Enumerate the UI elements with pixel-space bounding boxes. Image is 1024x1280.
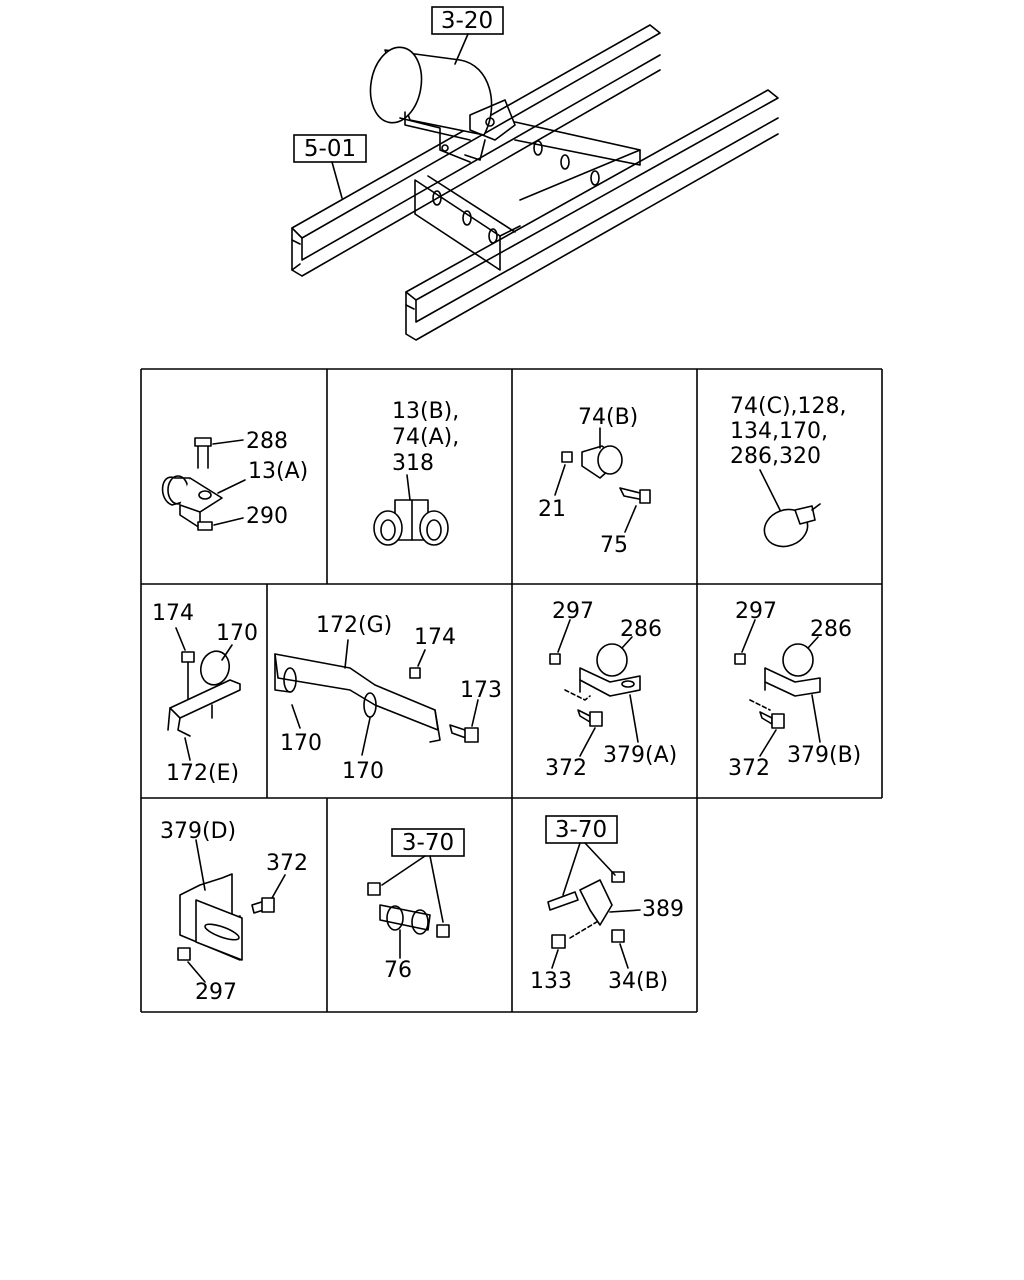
cell-5-bracket-172e: 174 170 172(E) [152,601,258,786]
label-318: 318 [392,451,434,476]
bolt-372-c [261,897,275,913]
label-389: 389 [642,897,684,922]
label-76: 76 [384,958,412,983]
ref-box-3-70-b [545,815,618,844]
bolt-288 [197,444,209,469]
nut-34b [611,929,625,943]
label-75: 75 [600,533,628,558]
label-170: 170 [216,621,258,646]
nut-297-c [177,947,191,961]
cell-9-bracket-379d: 379(D) 372 297 [160,819,308,1005]
cross-member-rear [514,121,641,201]
label-74a: 74(A), [392,425,459,450]
bolt-173 [464,727,479,743]
bracket-389 [579,879,613,926]
cell-4-band-74c: 74(C),128, 134,170, 286,320 [730,394,847,548]
cell-2-clip-13b: 13(B), 74(A), 318 [373,399,459,546]
label-379d: 379(D) [160,819,236,844]
air-tank [369,46,493,163]
label-290: 290 [246,504,288,529]
cell-6-bracket-172g: 172(G) 174 173 170 170 [274,613,502,784]
label-174-c6: 174 [414,625,456,650]
label-288: 288 [246,429,288,454]
band-170 [199,650,231,686]
label-297: 297 [552,599,594,624]
band-286 [596,643,628,677]
tank-bracket [441,99,516,161]
label-34b: 34(B) [608,969,668,994]
cell-7-bracket-379a: 297 286 372 379(A) [545,599,677,781]
label-74c: 74(C),128, [730,394,847,419]
label-13a: 13(A) [248,459,308,484]
long-bracket-172g [274,653,439,731]
nut-right [436,924,450,938]
bolt-372 [589,711,603,727]
bolt-left [367,882,381,896]
nut-290 [197,521,213,531]
ref-3-70-b: 3-70 [555,817,607,843]
label-172e: 172(E) [166,761,239,786]
bracket-379b [764,667,821,697]
label-21: 21 [538,497,566,522]
label-134: 134,170, [730,419,828,444]
bolt-75 [639,489,651,504]
label-372-c: 372 [266,851,308,876]
cell-3-clip-74b: 74(B) 21 75 [538,405,651,558]
nut-297 [549,653,561,665]
label-372-b: 372 [728,756,770,781]
cell-11-bracket-389: 3-70 389 133 34(B) [530,815,684,994]
right-frame-rail [405,89,779,341]
label-297-c: 297 [195,980,237,1005]
cell-8-bracket-379b: 297 286 372 379(B) [728,599,861,781]
label-372: 372 [545,756,587,781]
label-170-left: 170 [280,731,322,756]
nut-174b [409,667,421,679]
label-379a: 379(A) [603,743,677,768]
label-170-right: 170 [342,759,384,784]
parts-grid [140,368,883,1013]
ref-3-70-a: 3-70 [402,830,454,856]
label-379b: 379(B) [787,743,861,768]
label-297-b: 297 [735,599,777,624]
clip-13a-bracket [179,477,223,513]
label-174: 174 [152,601,194,626]
label-286: 286,320 [730,444,821,469]
label-13b: 13(B), [392,399,459,424]
label-74b: 74(B) [578,405,638,430]
ref-box-3-20 [431,6,504,35]
ref-box-3-70-a [391,828,465,857]
cell-1-clip-13a: 288 13(A) 290 [161,429,308,531]
left-frame-rail [291,24,661,277]
callout-5-01-line [331,161,343,199]
callout-3-20-line [454,33,469,65]
ref-box-5-01 [293,134,367,163]
label-286: 286 [620,617,662,642]
cell-10-bracket-76: 3-70 76 [367,828,465,983]
bolt-133 [551,934,566,949]
bolt-upper [547,891,579,911]
label-173: 173 [460,678,502,703]
nut-174 [181,651,195,663]
nut-21 [561,451,573,463]
label-133: 133 [530,969,572,994]
label-172g: 172(G) [316,613,392,638]
bolt-372-b [771,713,785,729]
label-286-b: 286 [810,617,852,642]
ref-5-01: 5-01 [304,136,356,162]
nut-297-b [734,653,746,665]
cross-member-front [414,175,521,271]
ref-3-20: 3-20 [441,8,493,34]
band-286-b [782,643,814,677]
bracket-76 [379,904,431,931]
frame-overview: 3-20 5-01 [291,6,779,341]
